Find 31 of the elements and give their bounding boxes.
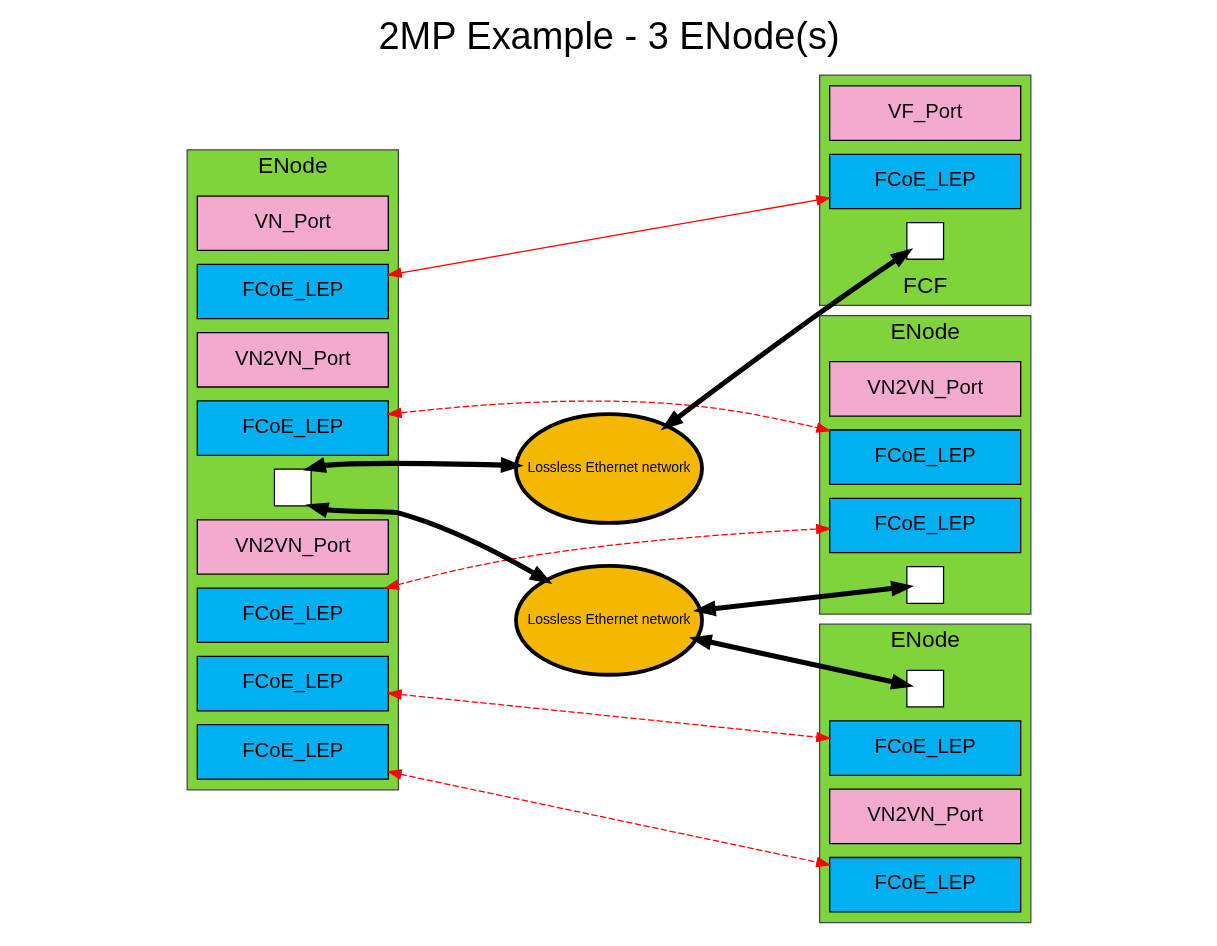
node-box: FCoE_LEP — [196, 655, 389, 712]
arrow — [386, 769, 831, 868]
node-box: VN2VN_Port — [196, 332, 389, 388]
node-box: VN_Port — [196, 195, 389, 252]
node-box: FCoE_LEP — [828, 497, 1021, 554]
arrow — [385, 195, 831, 278]
node-box: VN2VN_Port — [828, 788, 1021, 845]
node-box — [905, 669, 944, 708]
node-box — [905, 565, 944, 604]
node-box: FCoE_LEP — [196, 587, 389, 644]
node-box — [273, 468, 312, 507]
node-box: FCoE_LEP — [196, 263, 389, 320]
node-box: FCoE_LEP — [828, 429, 1021, 485]
arrow — [688, 634, 914, 690]
arrow — [385, 689, 831, 743]
arrow — [660, 248, 913, 431]
arrow — [692, 580, 914, 617]
node-box: FCoE_LEP — [828, 720, 1021, 776]
arrow — [385, 400, 832, 433]
node-box: FCoE_LEP — [828, 153, 1021, 210]
arrow — [305, 502, 552, 585]
node-box: FCoE_LEP — [828, 856, 1021, 913]
node-box: FCoE_LEP — [196, 724, 389, 780]
node-box: VN2VN_Port — [196, 519, 389, 575]
arrow — [383, 523, 831, 590]
node-box: VN2VN_Port — [828, 361, 1021, 417]
node-box: FCoE_LEP — [196, 400, 389, 456]
node-box — [905, 221, 944, 260]
diagram-title: 2MP Example - 3 ENode(s) — [377, 14, 840, 57]
arrow — [302, 457, 524, 474]
node-box: VF_Port — [828, 85, 1021, 141]
